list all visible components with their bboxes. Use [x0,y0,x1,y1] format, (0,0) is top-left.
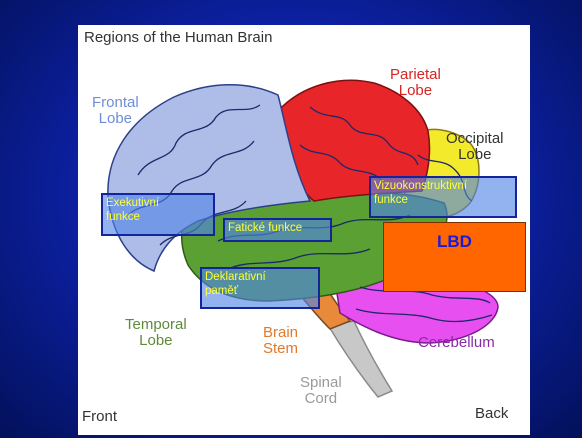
label-occipital-lobe: Occipital Lobe [446,131,504,163]
vizuokonstruktivni-text: Vizuokonstruktivní funkce [374,180,467,206]
label-frontal-lobe: Frontal Lobe [92,95,139,127]
deklarativni-text: Deklarativní paměť [205,271,266,297]
temporal-lobe-text: Temporal Lobe [125,316,187,349]
brain-stem-text: Brain Stem [263,324,298,357]
spinal-cord-text: Spinal Cord [300,374,342,407]
overlay-deklarativni-pamet: Deklarativní paměť [200,267,320,309]
diagram-title: Regions of the Human Brain [84,30,272,46]
exekutivni-text: Exekutivní funkce [106,197,159,223]
label-temporal-lobe: Temporal Lobe [125,317,187,349]
faticke-text: Fatické funkce [228,222,302,234]
occipital-lobe-text: Occipital Lobe [446,130,504,163]
label-cerebellum: Cerebellum [418,335,495,351]
label-parietal-lobe: Parietal Lobe [390,67,441,99]
overlay-exekutivni-funkce: Exekutivní funkce [101,193,215,236]
parietal-lobe-text: Parietal Lobe [390,66,441,99]
label-front: Front [82,409,117,425]
lbd-box: LBD [383,222,526,292]
label-back: Back [475,406,508,422]
label-brain-stem: Brain Stem [263,325,298,357]
overlay-faticke-funkce: Fatické funkce [223,218,332,242]
overlay-vizuokonstruktivni-funkce: Vizuokonstruktivní funkce [369,176,517,218]
frontal-lobe-text: Frontal Lobe [92,94,139,127]
lbd-label: LBD [384,232,525,252]
label-spinal-cord: Spinal Cord [300,375,342,407]
